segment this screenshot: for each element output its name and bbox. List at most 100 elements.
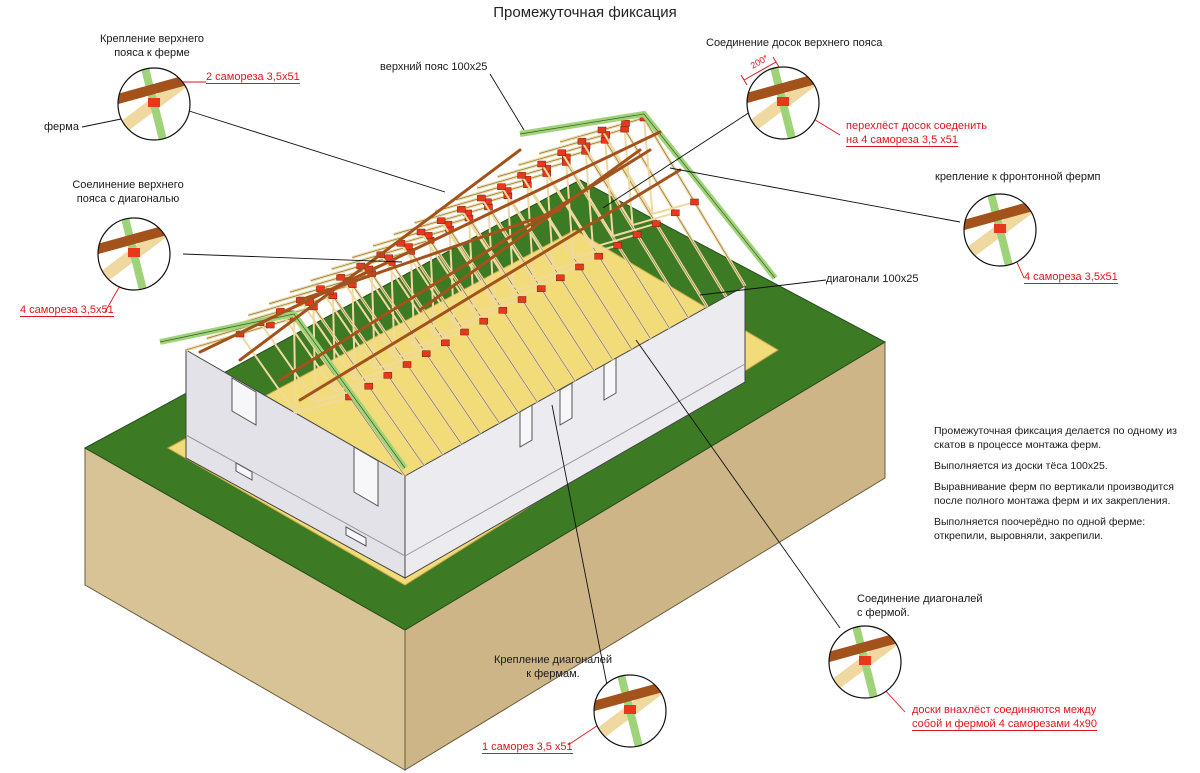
detail-top-chord-joint-content bbox=[747, 67, 819, 139]
gable-truss-back-outline bbox=[519, 113, 776, 279]
truss-web bbox=[319, 288, 376, 370]
detail-callouts bbox=[97, 66, 1037, 748]
label-chord-diag-title: Соелинение верхнего пояса с диагональю bbox=[72, 179, 184, 205]
label-truss: ферма bbox=[44, 121, 79, 133]
window bbox=[345, 526, 367, 547]
truss-web bbox=[468, 217, 475, 314]
detail-plate bbox=[859, 656, 871, 665]
dimension-tick bbox=[772, 56, 780, 68]
overlap-dimension-text: 200* bbox=[749, 53, 770, 71]
truss-web bbox=[592, 233, 638, 249]
connector-plate bbox=[477, 194, 486, 202]
connector-plate bbox=[497, 183, 506, 190]
label-gable-fix-screws: 4 самореза 3,5х51 bbox=[1024, 270, 1118, 284]
connector-plate bbox=[364, 382, 373, 390]
detail-diagonal-fix-ring bbox=[593, 674, 667, 748]
connector-plate bbox=[536, 285, 546, 292]
connector-plate bbox=[517, 172, 526, 179]
leader-line bbox=[185, 109, 446, 193]
connector-plate bbox=[651, 220, 661, 227]
truss-web bbox=[612, 222, 657, 238]
label-diag-fix-screws-text: 1 саморез 3,5 х51 bbox=[482, 741, 573, 754]
detail-gable-fix bbox=[963, 193, 1037, 267]
connector-plate bbox=[436, 217, 446, 224]
dimension-tick bbox=[740, 74, 748, 86]
truss-web bbox=[354, 363, 408, 381]
connector-plate bbox=[402, 361, 412, 368]
truss-web bbox=[453, 309, 504, 326]
label-diag-truss-note-1: доски внахлёст соединяются между bbox=[912, 704, 1097, 716]
label-gable-fix-title: крепление к фронтонной фермп bbox=[935, 171, 1101, 183]
truss-web bbox=[312, 306, 317, 402]
roof-trusses bbox=[159, 110, 778, 477]
truss-web bbox=[533, 266, 580, 282]
foundation-line-2 bbox=[404, 363, 746, 557]
connector-plate bbox=[421, 350, 431, 357]
truss-web bbox=[259, 322, 317, 403]
foundation-line bbox=[185, 434, 406, 557]
connector-plate bbox=[498, 307, 508, 314]
label-top-chord-fix-title: Крепление верхнего пояса к ферме bbox=[100, 33, 204, 59]
window bbox=[353, 446, 379, 507]
connector-plate bbox=[456, 206, 466, 213]
detail-board bbox=[594, 680, 666, 712]
label-diag-truss-note-2: собой и фермой 4 саморезами 4х90 bbox=[912, 717, 1097, 731]
connector-plate bbox=[577, 138, 587, 145]
truss-web bbox=[293, 317, 297, 414]
bracing-board bbox=[238, 148, 522, 362]
label-diagonals: диагонали 100х25 bbox=[826, 273, 919, 285]
label-diag-fix-screws: 1 саморез 3,5 х51 bbox=[482, 740, 573, 754]
window bbox=[519, 404, 533, 448]
leader-lines bbox=[81, 73, 961, 691]
detail-top-chord-joint bbox=[746, 66, 820, 140]
leader-line bbox=[81, 117, 127, 128]
detail-diagonal-truss-joint-content bbox=[829, 626, 901, 698]
detail-top-chord-joint-ring bbox=[746, 66, 820, 140]
leader-line bbox=[182, 253, 403, 263]
detail-board bbox=[964, 199, 1036, 231]
detail-diagonal-fix bbox=[593, 674, 667, 748]
truss-web bbox=[581, 140, 634, 226]
detail-board bbox=[747, 72, 819, 104]
connector-plate bbox=[557, 149, 567, 156]
label-gable-fix-screws-text: 4 самореза 3,5х51 bbox=[1024, 271, 1118, 284]
truss-web bbox=[339, 276, 396, 359]
gable-truss-front-outline bbox=[159, 313, 406, 469]
detail-top-chord-fix-content bbox=[118, 68, 190, 140]
detail-plate bbox=[128, 248, 140, 257]
truss-web bbox=[359, 265, 416, 348]
note-line: Выполняется поочерёдно по одной ферме: о… bbox=[934, 516, 1146, 542]
label-top-chord-joint-title: Соединение досок верхнего пояса bbox=[706, 37, 883, 49]
connector-plate bbox=[556, 274, 565, 282]
connector-plate bbox=[479, 317, 488, 325]
connector-plate bbox=[621, 120, 630, 127]
truss-web bbox=[239, 333, 297, 414]
bracing-board bbox=[298, 208, 562, 302]
connector-plate bbox=[416, 228, 426, 236]
detail-diagonal-truss-joint-ring bbox=[828, 625, 902, 699]
detail-chord-diagonal bbox=[97, 217, 171, 291]
window bbox=[231, 377, 257, 426]
connector-plate bbox=[336, 274, 345, 281]
detail-plate bbox=[994, 224, 1006, 233]
connector-plate bbox=[383, 372, 393, 379]
truss-web bbox=[299, 299, 356, 381]
detail-chord-diagonal-ring bbox=[97, 217, 171, 291]
connector-plate bbox=[597, 126, 607, 134]
label-diag-truss-joint-title: Соединение диагоналей с фермой. bbox=[857, 593, 983, 619]
connector-plate bbox=[460, 328, 469, 336]
detail-diagonal-truss-joint bbox=[828, 625, 902, 699]
truss-web bbox=[632, 211, 676, 227]
label-overlap-note-2: на 4 самореза 3,5 х51 bbox=[846, 133, 959, 147]
connector-plate bbox=[594, 252, 603, 260]
leader-line bbox=[489, 73, 525, 131]
connector-plate bbox=[517, 296, 527, 303]
truss-web bbox=[540, 163, 594, 248]
connector-plate bbox=[613, 242, 623, 249]
diagram-title: Промежуточная фиксация bbox=[493, 4, 677, 21]
truss-web bbox=[572, 244, 619, 260]
detail-board bbox=[118, 73, 190, 105]
detail-gable-fix-ring bbox=[963, 193, 1037, 267]
